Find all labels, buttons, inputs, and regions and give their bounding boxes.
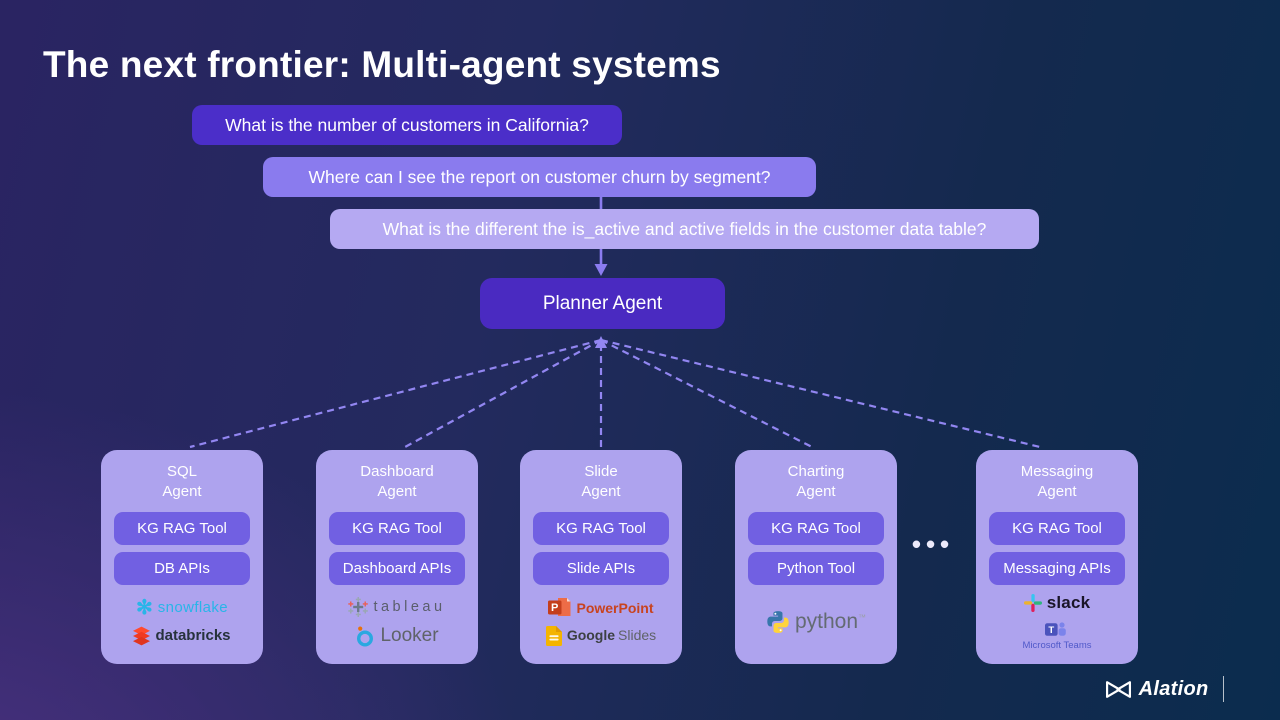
trademark-symbol: ™ (858, 612, 867, 622)
tool-chip: Dashboard APIs (329, 551, 465, 585)
dashed-line-messaging (600, 338, 1041, 449)
databricks-logo: databricks (133, 626, 231, 646)
snowflake-icon: ✻ (135, 596, 153, 619)
question-bubble-1: What is the number of customers in Calif… (192, 105, 622, 145)
tool-chip: DB APIs (114, 551, 250, 585)
powerpoint-icon: P (548, 598, 571, 617)
looker-logo: Looker (355, 624, 439, 647)
brand-divider (1222, 676, 1224, 702)
ms-teams-logo: T Microsoft Teams (1022, 621, 1092, 651)
logo-area: tableau Looker (348, 585, 445, 665)
tableau-wordmark: tableau (373, 598, 446, 615)
slack-icon (1023, 593, 1042, 612)
tool-chip: KG RAG Tool (989, 511, 1125, 545)
powerpoint-wordmark: PowerPoint (576, 599, 654, 616)
tool-chip: KG RAG Tool (533, 511, 669, 545)
agent-card-title: Messaging Agent (1020, 463, 1094, 501)
up-arrowhead-icon (595, 336, 607, 348)
powerpoint-logo: P PowerPoint (548, 597, 654, 618)
svg-text:P: P (552, 602, 559, 614)
looker-wordmark: Looker (380, 624, 439, 646)
tableau-icon (348, 596, 369, 617)
slack-wordmark: slack (1046, 592, 1091, 612)
question-bubble-3: What is the different the is_active and … (330, 209, 1039, 249)
agent-card-title: Dashboard Agent (360, 463, 434, 501)
alation-wordmark: Alation (1138, 677, 1209, 700)
snowflake-wordmark: snowflake (157, 599, 229, 617)
svg-text:T: T (1049, 625, 1055, 636)
slack-logo: slack (1023, 592, 1091, 613)
tool-chip: Python Tool (748, 551, 884, 585)
agent-card-messaging: Messaging Agent KG RAG Tool Messaging AP… (976, 450, 1138, 664)
logo-area: ✻ snowflake databricks (133, 585, 231, 665)
tool-chip: Messaging APIs (989, 551, 1125, 585)
question-bubble-2: Where can I see the report on customer c… (263, 157, 816, 197)
dashed-line-charting (600, 339, 813, 448)
snowflake-logo: ✻ snowflake (136, 598, 228, 618)
dashed-line-dashboard (404, 339, 602, 448)
logo-area: slack T Microsoft Teams (1023, 585, 1092, 665)
alation-brand: Alation (1105, 676, 1224, 702)
tableau-logo: tableau (348, 596, 446, 617)
databricks-icon (133, 626, 151, 646)
alation-bowtie-icon (1105, 680, 1131, 698)
agent-card-slide: Slide Agent KG RAG Tool Slide APIs P Pow… (520, 450, 682, 664)
agent-card-title: Slide Agent (581, 463, 621, 501)
ms-teams-wordmark: Microsoft Teams (1022, 639, 1092, 651)
agent-card-dashboard: Dashboard Agent KG RAG Tool Dashboard AP… (316, 450, 478, 664)
ms-teams-icon: T (1045, 622, 1067, 636)
agent-card-title: SQL Agent (162, 463, 202, 501)
looker-icon (357, 626, 374, 647)
databricks-wordmark: databricks (155, 627, 231, 645)
tool-chip: KG RAG Tool (329, 511, 465, 545)
python-icon (767, 610, 789, 633)
more-agents-ellipsis: ••• (911, 529, 955, 559)
down-arrowhead-icon (594, 264, 608, 276)
slide-title: The next frontier: Multi-agent systems (43, 44, 721, 85)
dashed-line-sql (189, 338, 602, 449)
agent-card-charting: Charting Agent KG RAG Tool Python Tool p… (735, 450, 897, 664)
tool-chip: KG RAG Tool (748, 511, 884, 545)
agent-card-sql: SQL Agent KG RAG Tool DB APIs ✻ snowflak… (101, 450, 263, 664)
planner-agent-box: Planner Agent (480, 278, 725, 329)
tool-chip: KG RAG Tool (114, 511, 250, 545)
google-slides-icon (545, 626, 562, 647)
logo-area: python™ (766, 585, 866, 665)
tool-chip: Slide APIs (533, 551, 669, 585)
agent-card-title: Charting Agent (787, 463, 845, 501)
python-logo: python™ (766, 610, 866, 634)
python-wordmark: python™ (794, 609, 867, 633)
